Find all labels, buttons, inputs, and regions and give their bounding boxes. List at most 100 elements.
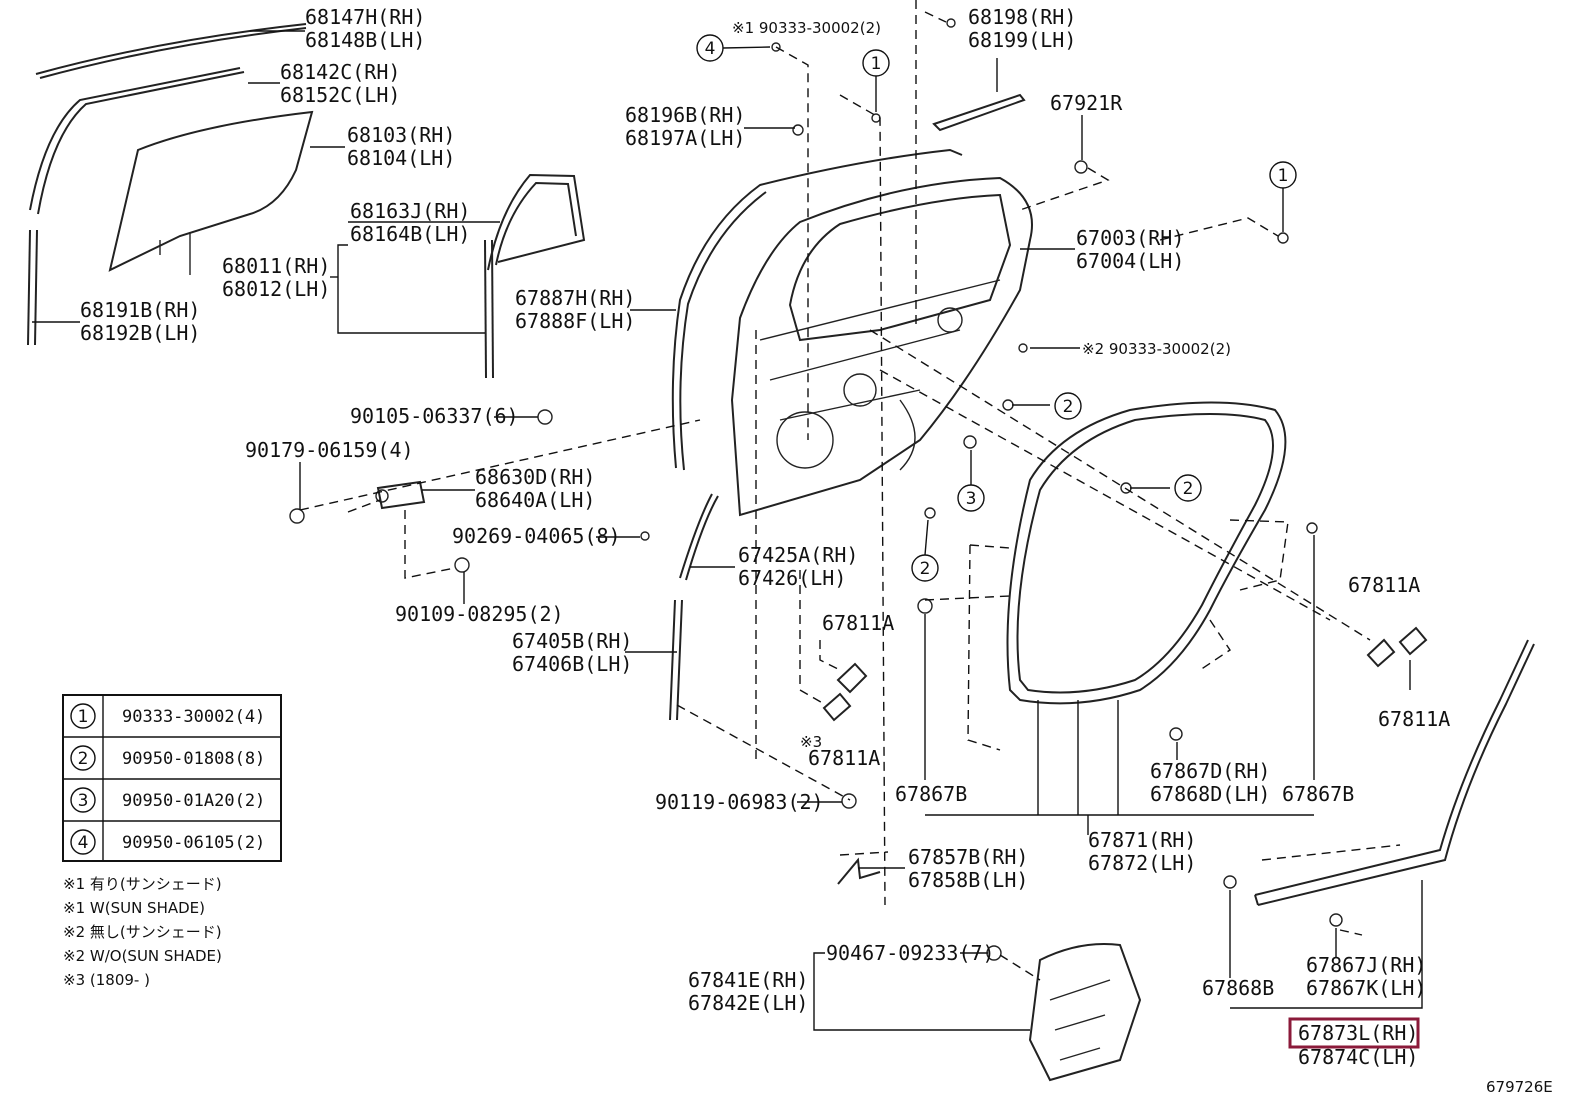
svg-text:90467-09233(7): 90467-09233(7) [826, 941, 995, 965]
svg-text:68103(RH): 68103(RH) [347, 123, 455, 147]
part-label-67867J: 67867J(RH) 67867K(LH) [1306, 953, 1426, 1000]
svg-text:68198(RH): 68198(RH) [968, 5, 1076, 29]
part-label-67867B-right: 67867B [1282, 782, 1354, 806]
svg-text:67426(LH): 67426(LH) [738, 566, 846, 590]
callout-2-b: 2 [1174, 474, 1202, 502]
door-opening-weatherstrip [1006, 401, 1287, 705]
svg-text:※2 90333-30002(2): ※2 90333-30002(2) [1082, 340, 1231, 358]
svg-text:68011(RH): 68011(RH) [222, 254, 330, 278]
footnote: ※1 W(SUN SHADE) [63, 899, 205, 917]
part-label-90333-30002-sunshade: ※1 90333-30002(2) [732, 19, 881, 37]
legend-row: 2 90950-01808(8) [70, 745, 265, 771]
footnote: ※2 無し(サンシェード) [63, 923, 222, 941]
svg-text:67871(RH): 67871(RH) [1088, 828, 1196, 852]
callout-4: 4 [696, 34, 771, 62]
part-label-90105-06337: 90105-06337(6) [350, 404, 519, 428]
svg-text:67857B(RH): 67857B(RH) [908, 845, 1028, 869]
svg-text:67887H(RH): 67887H(RH) [515, 286, 635, 310]
svg-text:67868D(LH): 67868D(LH) [1150, 782, 1270, 806]
svg-text:67841E(RH): 67841E(RH) [688, 968, 808, 992]
svg-text:68163J(RH): 68163J(RH) [350, 199, 470, 223]
svg-text:4: 4 [78, 833, 89, 853]
marker-3: ※3 [800, 733, 822, 751]
svg-text:67811A: 67811A [808, 746, 880, 770]
svg-text:67811A: 67811A [1348, 573, 1420, 597]
svg-text:67425A(RH): 67425A(RH) [738, 543, 858, 567]
rear-channel-strip [27, 229, 38, 346]
part-label-67811A-right-top: 67811A [1348, 573, 1420, 597]
callout-3: 3 [957, 450, 985, 512]
part-label-67841E: 67841E(RH) 67842E(LH) [688, 968, 808, 1015]
svg-text:90950-01A20(2): 90950-01A20(2) [122, 791, 265, 811]
svg-text:1: 1 [78, 707, 89, 727]
part-label-67921R: 67921R [1050, 91, 1123, 115]
lower-weatherstrip [1254, 639, 1535, 906]
assembly-dashed-lines [299, 0, 1401, 981]
svg-text:90269-04065(8): 90269-04065(8) [452, 524, 621, 548]
footnote: ※1 有り(サンシェード) [63, 875, 222, 893]
svg-text:67811A: 67811A [822, 611, 894, 635]
glass-run-outer-strip [35, 23, 307, 79]
highlight-box [1288, 1017, 1420, 1049]
part-label-68147H: 68147H(RH) 68148B(LH) [305, 5, 425, 52]
svg-text:67858B(LH): 67858B(LH) [908, 868, 1028, 892]
callout-2-a: 2 [1054, 392, 1082, 420]
door-frame-weatherstrip [671, 148, 963, 471]
svg-text:67842E(LH): 67842E(LH) [688, 991, 808, 1015]
svg-text:90950-01808(8): 90950-01808(8) [122, 749, 265, 769]
hinge-assembly [375, 480, 426, 510]
part-label-67811A-center: 67811A [822, 611, 894, 635]
callout-number: 4 [705, 39, 716, 59]
callout-number: 2 [1063, 397, 1074, 417]
glass-run-channel-lower [669, 493, 719, 721]
svg-text:90119-06983(2): 90119-06983(2) [655, 790, 824, 814]
svg-text:67888F(LH): 67888F(LH) [515, 309, 635, 333]
svg-text:67003(RH): 67003(RH) [1076, 226, 1184, 250]
part-label-67871: 67871(RH) 67872(LH) [1088, 828, 1196, 875]
svg-text:67867D(RH): 67867D(RH) [1150, 759, 1270, 783]
svg-text:68148B(LH): 68148B(LH) [305, 28, 425, 52]
callout-1-top: 1 [862, 49, 890, 112]
svg-text:90105-06337(6): 90105-06337(6) [350, 404, 519, 428]
svg-text:90333-30002(4): 90333-30002(4) [122, 707, 265, 727]
part-label-68011: 68011(RH) 68012(LH) [222, 254, 330, 301]
part-label-67868B: 67868B [1202, 976, 1274, 1000]
svg-text:3: 3 [78, 791, 89, 811]
part-label-67811A-marked: ※3 67811A [800, 733, 880, 770]
legend-row: 1 90333-30002(4) [70, 703, 265, 729]
svg-text:68192B(LH): 68192B(LH) [80, 321, 200, 345]
part-label-68142C: 68142C(RH) 68152C(LH) [280, 60, 400, 107]
legend-row: 4 90950-06105(2) [70, 829, 265, 855]
svg-text:68191B(RH): 68191B(RH) [80, 298, 200, 322]
part-label-68163J: 68163J(RH) 68164B(LH) [350, 199, 470, 246]
small-clips [289, 18, 1428, 961]
part-label-67867D: 67867D(RH) 67868D(LH) [1150, 759, 1270, 806]
part-label-90333-30002-no-sunshade: ※2 90333-30002(2) [1082, 340, 1231, 358]
svg-text:68640A(LH): 68640A(LH) [475, 488, 595, 512]
part-label-68196B: 68196B(RH) 68197A(LH) [625, 103, 745, 150]
callout-number: 2 [920, 559, 931, 579]
part-label-67867B-left: 67867B [895, 782, 967, 806]
callout-number: 3 [966, 489, 977, 509]
part-label-90467-09233: 90467-09233(7) [826, 941, 995, 965]
part-label-67425A: 67425A(RH) 67426(LH) [738, 543, 858, 590]
door-trim-strip [932, 93, 1026, 132]
svg-text:68196B(RH): 68196B(RH) [625, 103, 745, 127]
part-label-67887H: 67887H(RH) 67888F(LH) [515, 286, 635, 333]
part-label-90179-06159: 90179-06159(4) [245, 438, 414, 462]
svg-text:※1 90333-30002(2): ※1 90333-30002(2) [732, 19, 881, 37]
svg-text:90179-06159(4): 90179-06159(4) [245, 438, 414, 462]
svg-text:68199(LH): 68199(LH) [968, 28, 1076, 52]
svg-text:67921R: 67921R [1050, 91, 1123, 115]
footnotes: ※1 有り(サンシェード) ※1 W(SUN SHADE) ※2 無し(サンシェ… [63, 875, 222, 989]
legend-table: 1 90333-30002(4) 2 90950-01808(8) 3 9095… [62, 694, 282, 862]
glass-run-front-strip [29, 67, 245, 215]
svg-text:68630D(RH): 68630D(RH) [475, 465, 595, 489]
svg-text:68142C(RH): 68142C(RH) [280, 60, 400, 84]
callout-number: 1 [1278, 166, 1289, 186]
svg-text:68164B(LH): 68164B(LH) [350, 222, 470, 246]
svg-text:2: 2 [78, 749, 89, 769]
svg-text:67004(LH): 67004(LH) [1076, 249, 1184, 273]
